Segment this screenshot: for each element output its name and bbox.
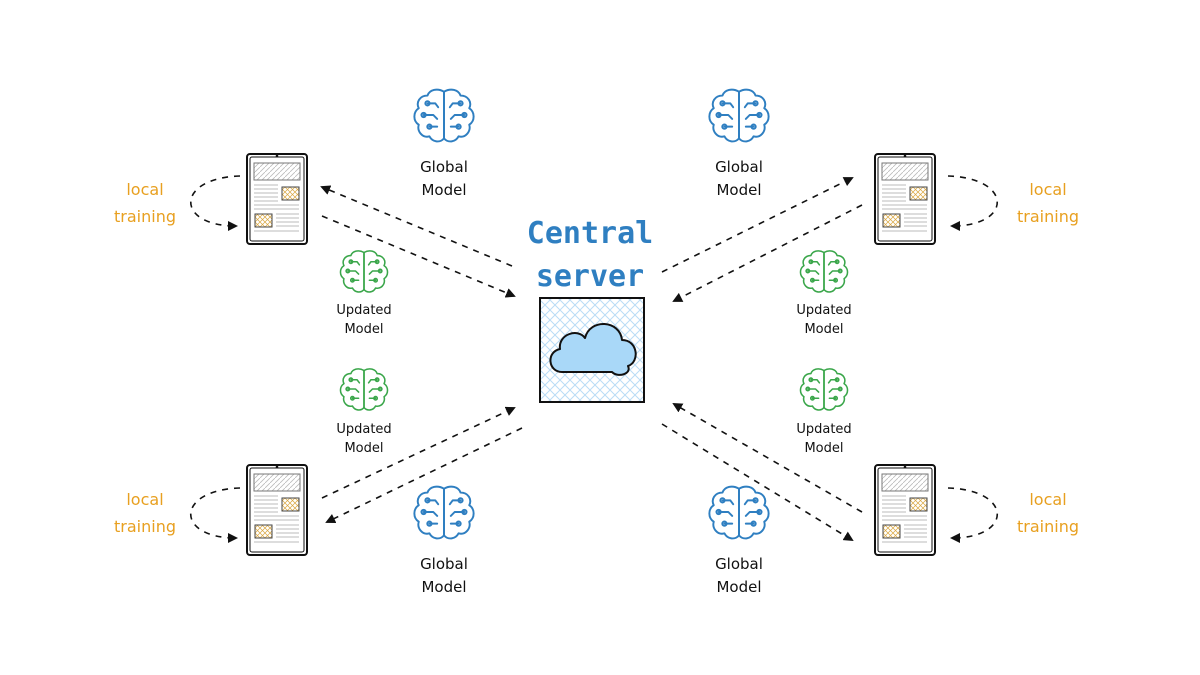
arrow-global-to-bottom-right	[661, 423, 854, 542]
global-label-line1: Global	[420, 555, 468, 573]
brain-circuit-icon	[708, 88, 770, 143]
updated-model-top-left: Updated Model	[336, 250, 392, 337]
brain-circuit-icon	[339, 250, 389, 293]
local-label-line2: training	[1017, 207, 1079, 226]
brain-circuit-icon	[339, 368, 389, 411]
brain-circuit-icon	[413, 485, 475, 540]
local-label-line2: training	[114, 207, 176, 226]
local-label-line1: local	[126, 490, 163, 509]
local-training-top-left: local training	[114, 175, 241, 231]
local-training-top-right: local training	[947, 175, 1079, 231]
brain-circuit-icon	[413, 88, 475, 143]
local-label-line2: training	[114, 517, 176, 536]
central-server: Central server	[527, 216, 653, 403]
global-label-line1: Global	[715, 555, 763, 573]
arrow-update-from-top-left	[321, 215, 516, 298]
local-training-bottom-right: local training	[947, 487, 1079, 543]
updated-label-line2: Model	[804, 322, 843, 337]
updated-model-bottom-left: Updated Model	[336, 368, 392, 456]
global-model-top-left: Global Model	[413, 88, 475, 199]
tablet-icon-top-right	[874, 153, 936, 245]
loop-arrow	[189, 175, 241, 231]
arrow-global-to-bottom-left	[325, 427, 523, 524]
updated-model-top-right: Updated Model	[796, 250, 852, 337]
global-label-line1: Global	[420, 158, 468, 176]
global-label-line2: Model	[716, 578, 761, 596]
arrow-update-from-top-right	[672, 204, 863, 302]
global-model-bottom-right: Global Model	[708, 485, 770, 596]
global-label-line2: Model	[421, 578, 466, 596]
local-label-line1: local	[1029, 490, 1066, 509]
arrow-update-from-bottom-right	[672, 403, 863, 513]
cloud-icon	[549, 323, 637, 376]
global-model-top-right: Global Model	[708, 88, 770, 199]
updated-model-bottom-right: Updated Model	[796, 368, 852, 456]
updated-label-line2: Model	[344, 322, 383, 337]
central-server-title-line2: server	[536, 259, 644, 294]
local-label-line1: local	[1029, 180, 1066, 199]
connection-arrows	[320, 177, 863, 542]
updated-label-line1: Updated	[796, 422, 851, 437]
local-label-line1: local	[126, 180, 163, 199]
loop-arrow	[947, 487, 999, 543]
brain-circuit-icon	[708, 485, 770, 540]
updated-label-line1: Updated	[796, 303, 851, 318]
updated-label-line2: Model	[804, 441, 843, 456]
updated-label-line1: Updated	[336, 422, 391, 437]
loop-arrow	[189, 487, 241, 543]
tablet-icon-top-left	[246, 153, 308, 245]
updated-label-line2: Model	[344, 441, 383, 456]
global-label-line1: Global	[715, 158, 763, 176]
loop-arrow	[947, 175, 999, 231]
brain-circuit-icon	[799, 368, 849, 411]
arrow-global-to-top-left	[320, 185, 513, 267]
updated-label-line1: Updated	[336, 303, 391, 318]
local-label-line2: training	[1017, 517, 1079, 536]
tablet-icon-bottom-right	[874, 464, 936, 556]
local-training-bottom-left: local training	[114, 487, 241, 543]
global-model-bottom-left: Global Model	[413, 485, 475, 596]
central-server-title-line1: Central	[527, 216, 653, 251]
global-label-line2: Model	[716, 181, 761, 199]
brain-circuit-icon	[799, 250, 849, 293]
global-label-line2: Model	[421, 181, 466, 199]
tablet-icon-bottom-left	[246, 464, 308, 556]
